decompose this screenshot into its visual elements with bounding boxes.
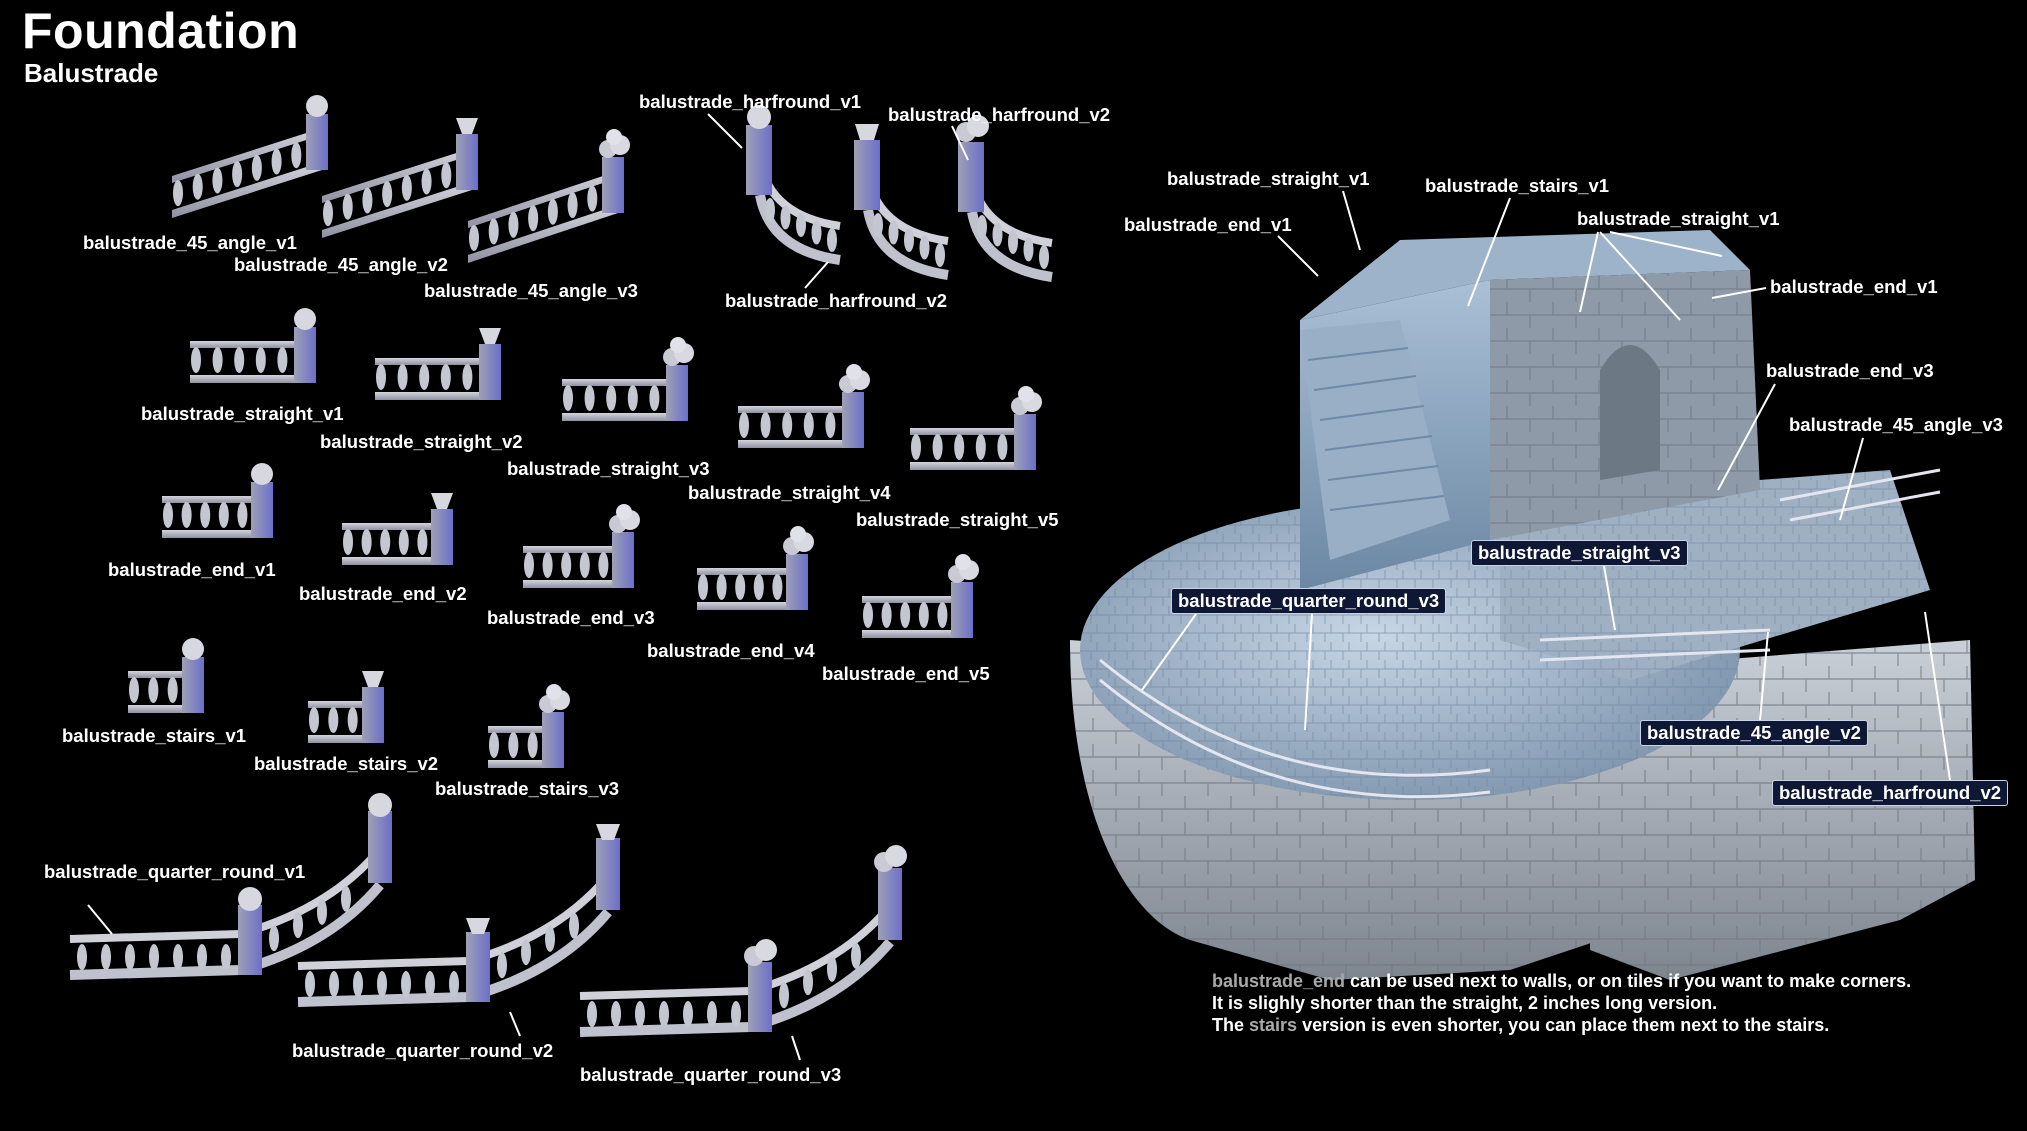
diorama-foundation <box>1070 470 1975 980</box>
label-straight-v4: balustrade_straight_v4 <box>688 482 891 503</box>
label-45-angle-v1: balustrade_45_angle_v1 <box>83 232 297 253</box>
label-end-v4: balustrade_end_v4 <box>647 640 815 661</box>
diorama-label-quarter-round-v3: balustrade_quarter_round_v3 <box>1171 588 1447 614</box>
piece-harfround-v2-b <box>956 115 1053 282</box>
label-quarter-round-v1: balustrade_quarter_round_v1 <box>44 861 306 882</box>
piece-end-v4 <box>697 526 814 610</box>
label-straight-v1: balustrade_straight_v1 <box>141 403 344 424</box>
piece-stairs-v1 <box>128 638 204 713</box>
page-subtitle: Balustrade <box>24 58 159 88</box>
label-stairs-v1: balustrade_stairs_v1 <box>62 725 247 746</box>
diorama-label-straight-v1-a: balustrade_straight_v1 <box>1167 168 1370 189</box>
leader-quarter-round-v3 <box>791 1035 801 1061</box>
note-line-3-a: The <box>1212 1015 1250 1035</box>
diorama-label-end-v1-a: balustrade_end_v1 <box>1124 214 1292 235</box>
label-harfround-v2-top: balustrade_harfround_v2 <box>888 104 1111 125</box>
pieces-illustration <box>69 95 1053 1061</box>
piece-straight-v4 <box>738 364 870 448</box>
piece-45-angle-v2 <box>322 118 478 238</box>
note-line-3-b: version is even shorter, you can place t… <box>1297 1015 1830 1035</box>
label-harfround-v2-bottom: balustrade_harfround_v2 <box>725 290 948 311</box>
label-straight-v2: balustrade_straight_v2 <box>320 431 523 452</box>
piece-quarter-round-v3 <box>579 845 907 1037</box>
piece-end-v5 <box>862 554 979 638</box>
diorama-label-straight-v3: balustrade_straight_v3 <box>1471 540 1688 566</box>
piece-straight-v5 <box>910 386 1042 470</box>
note-line-1: balustrade_end can be used next to walls… <box>1212 970 1911 992</box>
label-end-v2: balustrade_end_v2 <box>299 583 467 604</box>
page-title: Foundation <box>22 3 300 59</box>
note-line-3: The stairs version is even shorter, you … <box>1212 1014 1911 1036</box>
piece-harfround-v2-a <box>854 124 949 280</box>
label-straight-v3: balustrade_straight_v3 <box>507 458 710 479</box>
label-quarter-round-v3: balustrade_quarter_round_v3 <box>580 1064 842 1085</box>
note-line-2: It is slighly shorter than the straight,… <box>1212 993 1718 1013</box>
label-stairs-v3: balustrade_stairs_v3 <box>435 778 620 799</box>
label-end-v1: balustrade_end_v1 <box>108 559 276 580</box>
label-45-angle-v3: balustrade_45_angle_v3 <box>424 280 638 301</box>
piece-end-v3 <box>523 504 640 588</box>
label-straight-v5: balustrade_straight_v5 <box>856 509 1059 530</box>
label-harfround-v1: balustrade_harfround_v1 <box>639 91 862 112</box>
piece-end-v2 <box>342 493 453 565</box>
piece-quarter-round-v1 <box>69 793 392 980</box>
piece-stairs-v3 <box>488 684 570 768</box>
diorama-illustration <box>1070 230 1975 980</box>
piece-stairs-v2 <box>308 671 384 743</box>
piece-45-angle-v1 <box>172 95 328 218</box>
label-stairs-v2: balustrade_stairs_v2 <box>254 753 439 774</box>
leader-harfround-v1 <box>707 113 743 149</box>
leader-quarter-round-v1 <box>87 904 113 935</box>
leader-harfround-v2-top <box>951 125 969 161</box>
note-highlight-stairs: stairs <box>1249 1015 1298 1035</box>
note-highlight-end: balustrade_end <box>1212 971 1346 991</box>
diorama-label-stairs-v1: balustrade_stairs_v1 <box>1425 175 1610 196</box>
piece-straight-v3 <box>562 337 694 421</box>
piece-quarter-round-v2 <box>297 824 620 1007</box>
diorama-upper-platform <box>1300 230 1760 590</box>
diorama-label-45-angle-v3: balustrade_45_angle_v3 <box>1789 414 2003 435</box>
label-end-v5: balustrade_end_v5 <box>822 663 990 684</box>
usage-note: balustrade_end can be used next to walls… <box>1212 970 1911 1036</box>
piece-harfround-v1 <box>746 105 841 265</box>
leader-harfround-v2-bottom <box>804 261 829 289</box>
diorama-label-45-angle-v2: balustrade_45_angle_v2 <box>1640 720 1868 746</box>
note-line-1-text: can be used next to walls, or on tiles i… <box>1345 971 1912 991</box>
diorama-label-end-v1-b: balustrade_end_v1 <box>1770 276 1938 297</box>
piece-straight-v1 <box>190 308 316 383</box>
label-45-angle-v2: balustrade_45_angle_v2 <box>234 254 448 275</box>
piece-straight-v2 <box>375 328 501 400</box>
diorama-label-straight-v1-b: balustrade_straight_v1 <box>1577 208 1780 229</box>
leader-quarter-round-v2 <box>509 1011 521 1037</box>
diorama-label-end-v3: balustrade_end_v3 <box>1766 360 1934 381</box>
piece-end-v1 <box>162 463 273 538</box>
label-quarter-round-v2: balustrade_quarter_round_v2 <box>292 1040 554 1061</box>
label-end-v3: balustrade_end_v3 <box>487 607 655 628</box>
diorama-label-harfround-v2: balustrade_harfround_v2 <box>1772 780 2009 806</box>
piece-45-angle-v3 <box>468 129 630 263</box>
